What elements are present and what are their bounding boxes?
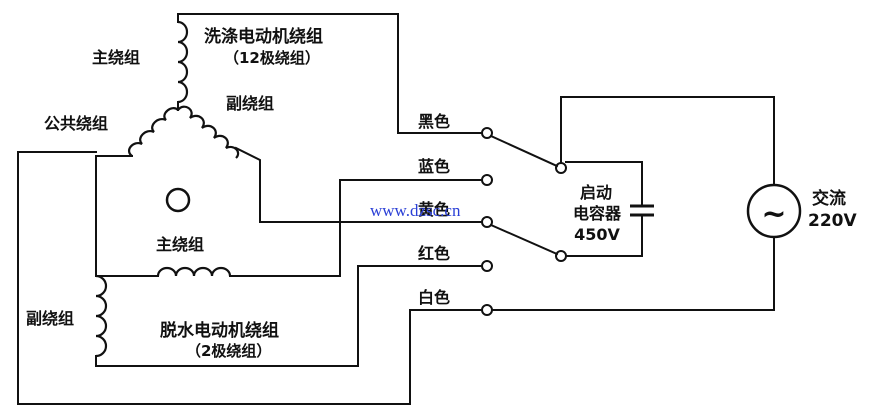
capacitor-label-line3: 450V <box>574 225 620 244</box>
wire-label-red: 红色 <box>418 244 450 263</box>
cap-top-wire <box>560 96 775 186</box>
power-label-line2: 220V <box>808 211 857 231</box>
spin-aux-winding-coil <box>95 274 108 358</box>
ac-bottom-wire <box>491 236 775 311</box>
cap-lower-wire <box>565 214 643 257</box>
spin-motor-title: 脱水电动机绕组 <box>160 320 279 341</box>
power-label-line1: 交流 <box>812 188 846 209</box>
wire-label-black: 黑色 <box>418 112 450 131</box>
ac-source-symbol: ~ <box>761 197 786 232</box>
wire-label-yellow: 黄色 <box>418 200 450 219</box>
wash-motor-subtitle: （12极绕组） <box>224 49 320 67</box>
watermark: www.dzsc.cn <box>370 201 461 220</box>
spin-aux-lead <box>95 265 473 367</box>
wire-label-blue: 蓝色 <box>418 157 450 176</box>
spin-aux-winding-label: 副绕组 <box>26 309 74 328</box>
wash-main-winding-label: 主绕组 <box>92 48 140 67</box>
terminal-blue <box>481 174 493 186</box>
wash-aux-winding-label: 副绕组 <box>226 94 274 113</box>
white-wire-loop <box>17 151 473 405</box>
terminal-white <box>481 304 493 316</box>
wire-label-white: 白色 <box>418 288 450 307</box>
wash-main-winding-coil <box>177 20 189 104</box>
motor-shaft-icon <box>165 187 191 213</box>
switch-blade-upper <box>489 134 559 168</box>
spin-main-winding-coil <box>156 266 232 277</box>
terminal-red <box>481 260 493 272</box>
common-winding-coil <box>127 107 179 157</box>
capacitor-label-line1: 启动 <box>580 183 612 202</box>
wash-motor-title: 洗涤电动机绕组 <box>204 26 323 47</box>
switch-contact-lower <box>555 250 567 262</box>
switch-blade-lower <box>489 223 559 256</box>
common-winding-label: 公共绕组 <box>44 114 108 133</box>
wash-aux-lead <box>234 146 473 223</box>
spin-motor-subtitle: （2极绕组） <box>186 342 271 360</box>
spin-main-winding-label: 主绕组 <box>156 235 204 254</box>
switch-contact-upper <box>555 162 567 174</box>
capacitor-label-line2: 电容器 <box>573 204 622 223</box>
cap-upper-wire <box>565 161 643 207</box>
spin-main-right-lead <box>229 179 473 277</box>
wash-top-wire <box>177 13 473 134</box>
wash-aux-winding-coil <box>177 105 240 159</box>
